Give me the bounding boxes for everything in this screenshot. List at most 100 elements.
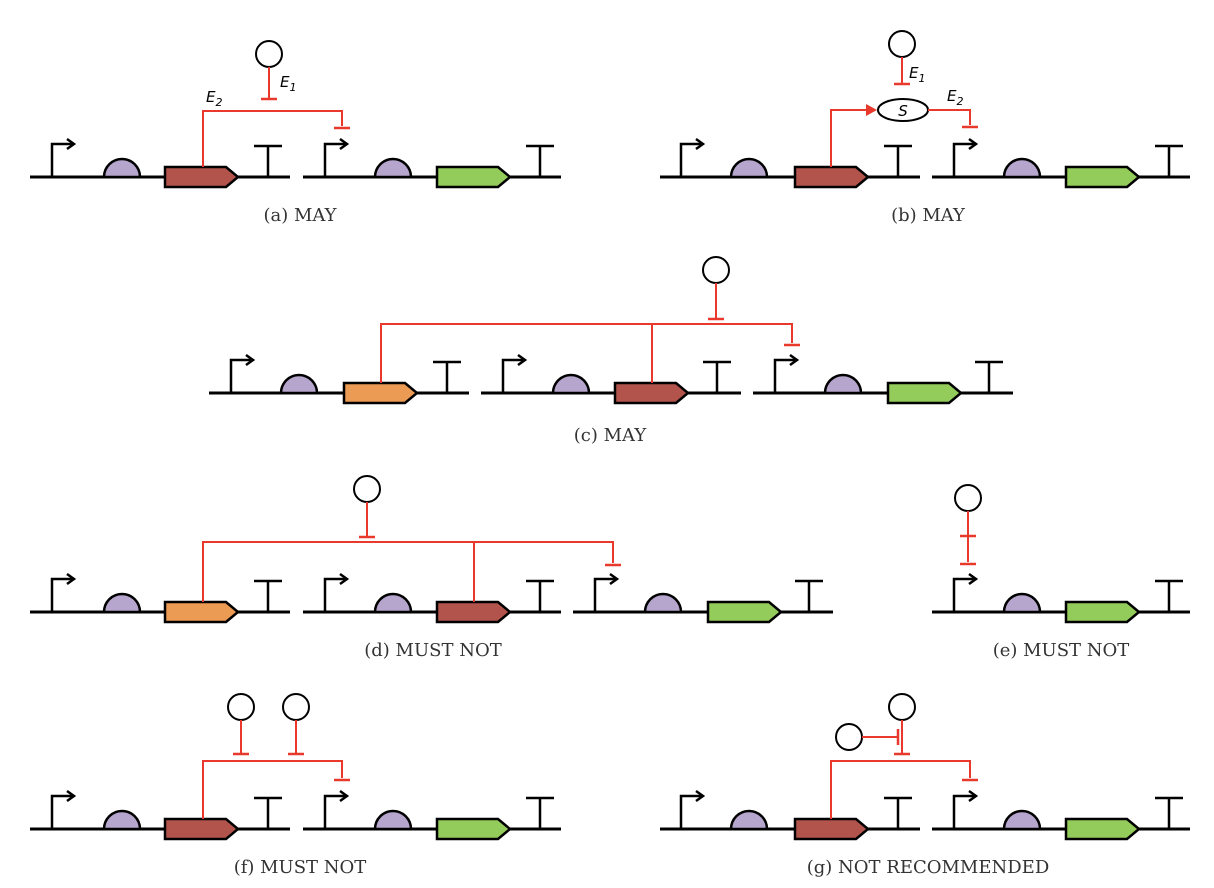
promoter-glyph [229, 358, 251, 393]
inhibition-arrow [380, 323, 793, 383]
small-molecule-glyph [227, 693, 255, 721]
terminator-glyph [433, 360, 461, 393]
inhibition-arrow [202, 760, 343, 819]
promoter-glyph [593, 577, 615, 612]
promoter-glyph [952, 142, 974, 177]
cds-glyph-green [1064, 817, 1141, 841]
promoter-glyph [50, 142, 72, 177]
cds-glyph-red [793, 817, 870, 841]
promoter-arrowhead [339, 789, 350, 803]
rbs-glyph [1002, 809, 1042, 831]
terminator-glyph [254, 796, 282, 829]
inhibition-arrow-e2 [928, 109, 971, 125]
small-molecule-glyph [888, 30, 916, 58]
promoter-glyph [952, 794, 974, 829]
small-molecule-glyph [282, 693, 310, 721]
promoter-arrowhead [609, 572, 620, 586]
cds-glyph-green [886, 381, 963, 405]
promoter-glyph [50, 794, 72, 829]
panel-g: (g) NOT RECOMMENDED [660, 693, 1190, 878]
small-molecule-glyph [702, 256, 730, 284]
panel-c: (c) MAY [209, 256, 1013, 446]
terminator-glyph [254, 144, 282, 177]
terminator-glyph [254, 579, 282, 612]
promoter-arrowhead [66, 137, 77, 151]
promoter-arrowhead [695, 789, 706, 803]
panel-a: E2 E1 (a) MAY [30, 40, 561, 226]
small-molecule-glyph [353, 475, 381, 503]
terminator-glyph [1155, 144, 1183, 177]
panel-b: S E1 E2 (b) MAY [660, 30, 1190, 226]
small-molecule-glyph [954, 484, 982, 512]
rbs-glyph [373, 592, 413, 614]
cds-glyph-green [435, 165, 512, 189]
promoter-arrowhead [517, 353, 528, 367]
rbs-glyph [102, 157, 142, 179]
promoter-glyph [323, 577, 345, 612]
caption-c: (c) MAY [574, 425, 648, 446]
caption-b: (b) MAY [891, 205, 966, 226]
promoter-arrowhead [968, 137, 979, 151]
caption-g: (g) NOT RECOMMENDED [807, 857, 1050, 878]
promoter-arrowhead [66, 789, 77, 803]
cds-glyph-red [163, 165, 240, 189]
caption-f: (f) MUST NOT [234, 857, 367, 878]
terminator-glyph [884, 796, 912, 829]
terminator-glyph [884, 144, 912, 177]
inhibition-arrow [202, 541, 614, 602]
cds-glyph-red [793, 165, 870, 189]
label-e2: E2 [206, 88, 222, 109]
rbs-glyph [1002, 157, 1042, 179]
species-label: S [898, 102, 908, 120]
panel-e: (e) MUST NOT [932, 484, 1190, 661]
stimulation-arrowhead [866, 104, 877, 116]
rbs-glyph [102, 592, 142, 614]
promoter-arrowhead [695, 137, 706, 151]
promoter-arrowhead [968, 572, 979, 586]
cds-glyph-green [1064, 165, 1141, 189]
promoter-glyph [679, 794, 701, 829]
promoter-glyph [501, 358, 523, 393]
panel-f: (f) MUST NOT [30, 693, 561, 878]
promoter-arrowhead [339, 137, 350, 151]
label-e2: E2 [947, 87, 963, 108]
promoter-arrowhead [339, 572, 350, 586]
small-molecule-glyph [835, 723, 863, 751]
cds-glyph-green [435, 817, 512, 841]
panel-d: (d) MUST NOT [30, 475, 833, 661]
small-molecule-glyph [255, 40, 283, 68]
rbs-glyph [643, 592, 683, 614]
rbs-glyph [1002, 592, 1042, 614]
terminator-glyph [1155, 579, 1183, 612]
rbs-glyph [373, 157, 413, 179]
promoter-glyph [50, 577, 72, 612]
inhibition-arrow-e2 [202, 110, 343, 167]
terminator-glyph [526, 579, 554, 612]
rbs-glyph [729, 809, 769, 831]
caption-a: (a) MAY [263, 205, 337, 226]
label-e1: E1 [909, 64, 925, 85]
rbs-glyph [279, 373, 319, 395]
terminator-glyph [975, 360, 1003, 393]
rbs-glyph [823, 373, 863, 395]
terminator-glyph [795, 579, 823, 612]
label-e1: E1 [280, 73, 296, 94]
cds-glyph-red [163, 817, 240, 841]
promoter-glyph [773, 358, 795, 393]
cds-glyph-red [435, 600, 512, 624]
terminator-glyph [1155, 796, 1183, 829]
rbs-glyph [551, 373, 591, 395]
promoter-glyph [323, 794, 345, 829]
stimulation-arrow [830, 109, 867, 167]
inhibition-arrow [830, 760, 971, 819]
promoter-arrowhead [789, 353, 800, 367]
caption-e: (e) MUST NOT [993, 640, 1130, 661]
caption-d: (d) MUST NOT [364, 640, 501, 661]
cds-glyph-green [706, 600, 783, 624]
small-molecule-glyph [888, 693, 916, 721]
rbs-glyph [729, 157, 769, 179]
terminator-glyph [526, 144, 554, 177]
promoter-glyph [952, 577, 974, 612]
terminator-glyph [526, 796, 554, 829]
